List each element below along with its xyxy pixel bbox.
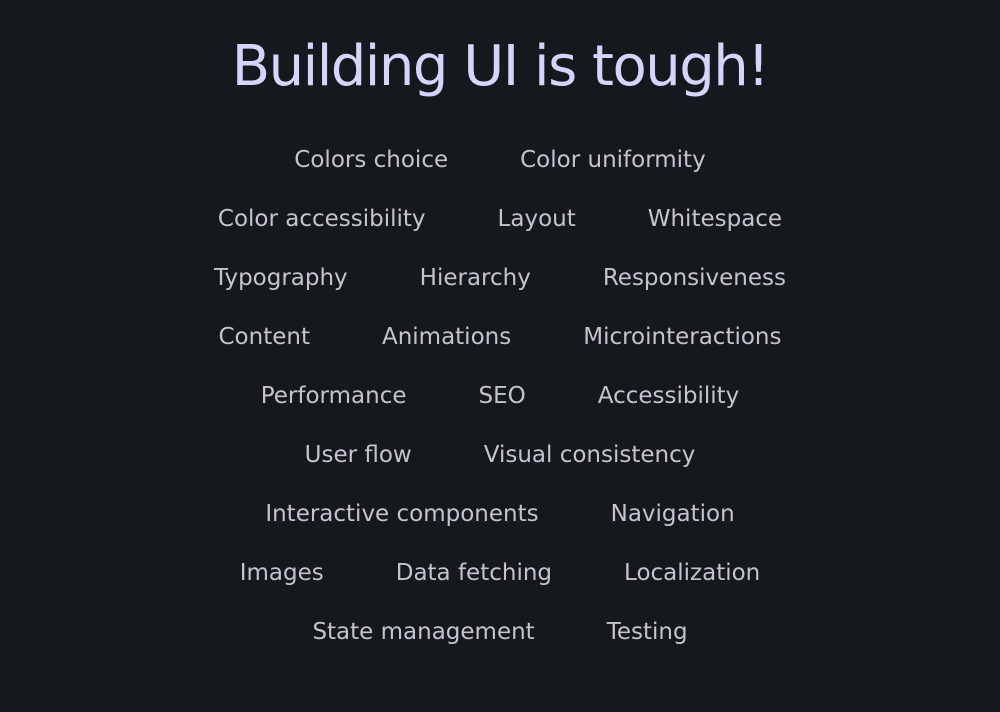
topic-item: Navigation (610, 500, 735, 527)
topic-row: Color accessibility Layout Whitespace (0, 189, 1000, 248)
topic-row: Interactive components Navigation (0, 484, 1000, 543)
topic-row: Typography Hierarchy Responsiveness (0, 248, 1000, 307)
topic-item: Interactive components (265, 500, 539, 527)
topic-item: Accessibility (597, 382, 740, 409)
topic-item: User flow (304, 441, 412, 468)
slide-title: Building UI is tough! (231, 34, 770, 99)
topic-item: Localization (624, 559, 761, 586)
topic-cloud: Colors choice Color uniformity Color acc… (0, 130, 1000, 661)
topic-item: Microinteractions (583, 323, 782, 350)
topic-item: Visual consistency (483, 441, 696, 468)
topic-item: Color accessibility (217, 205, 426, 232)
topic-item: Data fetching (395, 559, 553, 586)
topic-item: Layout (497, 205, 576, 232)
topic-row: User flow Visual consistency (0, 425, 1000, 484)
topic-item: Hierarchy (419, 264, 531, 291)
topic-item: Animations (381, 323, 512, 350)
topic-item: Performance (260, 382, 407, 409)
topic-row: Content Animations Microinteractions (0, 307, 1000, 366)
topic-item: Color uniformity (520, 146, 706, 173)
topic-item: Whitespace (647, 205, 783, 232)
topic-row: Performance SEO Accessibility (0, 366, 1000, 425)
topic-row: State management Testing (0, 602, 1000, 661)
topic-item: Testing (606, 618, 688, 645)
topic-item: Typography (213, 264, 348, 291)
topic-item: Colors choice (294, 146, 449, 173)
topic-item: SEO (478, 382, 526, 409)
topic-item: Content (218, 323, 310, 350)
topic-row: Images Data fetching Localization (0, 543, 1000, 602)
topic-item: State management (312, 618, 535, 645)
topic-item: Images (239, 559, 324, 586)
topic-item: Responsiveness (602, 264, 787, 291)
topic-row: Colors choice Color uniformity (0, 130, 1000, 189)
